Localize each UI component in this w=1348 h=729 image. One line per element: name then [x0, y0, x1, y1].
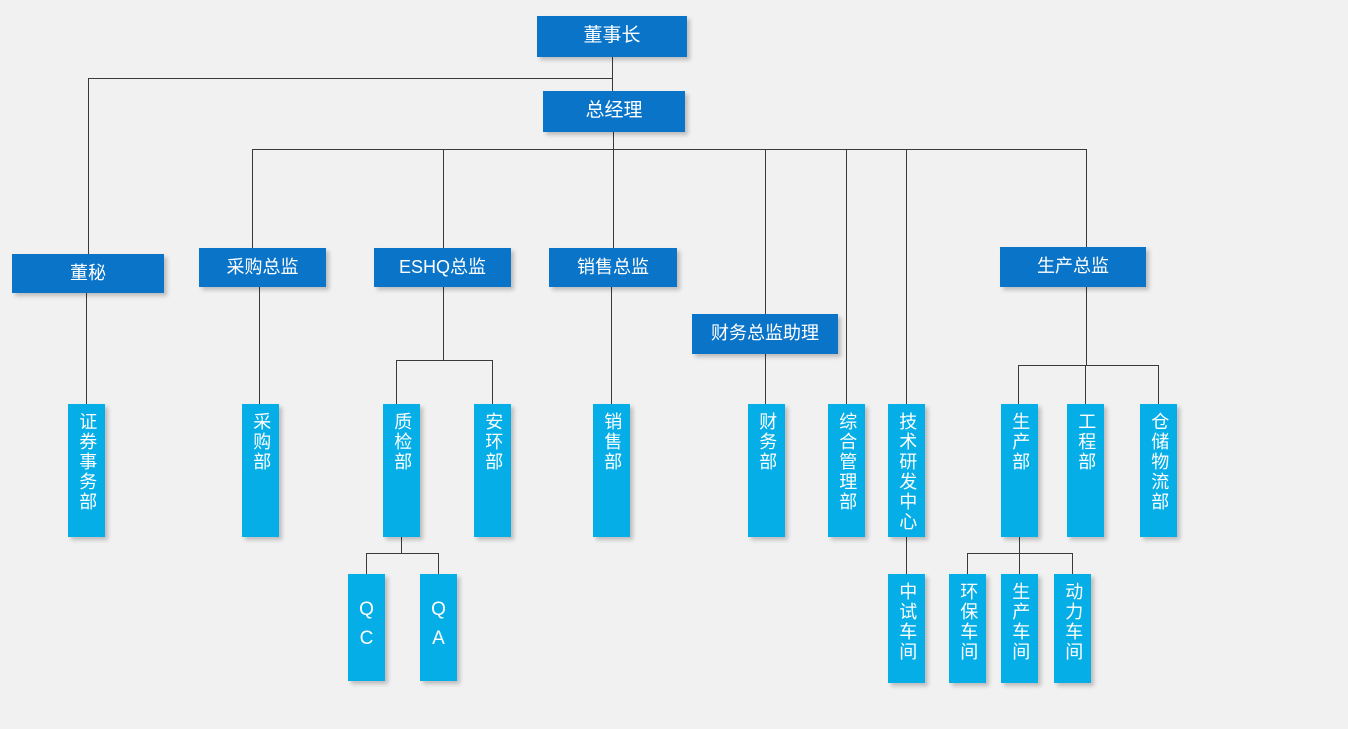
connector-to-production-workshop — [1019, 553, 1020, 574]
connector-finance-assistant-to-dept — [765, 354, 766, 404]
connector-to-board-secretary — [88, 78, 89, 255]
connector-to-environmental-workshop — [967, 553, 968, 574]
connector-to-purchasing-director — [252, 149, 253, 248]
connector-to-safety-environment-dept — [492, 360, 493, 404]
node-pilot-workshop[interactable]: 中试车间 — [888, 574, 925, 683]
connector-purchasing-director-to-dept — [259, 287, 260, 404]
connector-to-finance-director-assistant — [765, 149, 766, 315]
qc-line-1: Q — [359, 599, 374, 620]
node-rd-center[interactable]: 技术研发中心 — [888, 404, 925, 537]
node-purchasing-dept[interactable]: 采购部 — [242, 404, 279, 537]
node-engineering-dept[interactable]: 工程部 — [1067, 404, 1104, 537]
connector-rd-to-pilot-workshop — [906, 537, 907, 574]
connector-to-sales-director — [613, 149, 614, 248]
node-production-workshop[interactable]: 生产车间 — [1001, 574, 1038, 683]
node-securities-affairs-dept[interactable]: 证券事务部 — [68, 404, 105, 537]
connector-quality-bus — [366, 553, 438, 554]
qc-line-2: C — [359, 627, 374, 649]
connector-to-quality-inspection-dept — [396, 360, 397, 404]
node-eshq-director[interactable]: ESHQ总监 — [374, 248, 511, 287]
node-environmental-workshop[interactable]: 环保车间 — [949, 574, 986, 683]
connector-to-general-management-dept — [846, 149, 847, 404]
connector-to-warehouse-logistics-dept — [1158, 365, 1159, 404]
node-power-workshop[interactable]: 动力车间 — [1054, 574, 1091, 683]
node-general-management-dept[interactable]: 综合管理部 — [828, 404, 865, 537]
node-sales-dept[interactable]: 销售部 — [593, 404, 630, 537]
connector-production-director-down — [1086, 287, 1087, 366]
node-finance-dept[interactable]: 财务部 — [748, 404, 785, 537]
connector-to-engineering-dept — [1085, 365, 1086, 404]
node-safety-environment-dept[interactable]: 安环部 — [474, 404, 511, 537]
connector-sales-director-to-dept — [611, 287, 612, 404]
node-qc[interactable]: Q C — [348, 574, 385, 681]
node-qa[interactable]: Q A — [420, 574, 457, 681]
connector-quality-down — [401, 537, 402, 553]
qa-line-2: A — [432, 627, 445, 649]
connector-to-rd-center — [906, 149, 907, 404]
connector-to-qa — [438, 553, 439, 574]
node-finance-director-assistant[interactable]: 财务总监助理 — [692, 314, 838, 354]
node-quality-inspection-dept[interactable]: 质检部 — [383, 404, 420, 537]
connector-production-dept-down — [1019, 537, 1020, 553]
connector-gm-bus — [252, 149, 1086, 150]
connector-to-production-dept — [1018, 365, 1019, 404]
node-chairman[interactable]: 董事长 — [537, 16, 687, 57]
connector-to-eshq-director — [443, 149, 444, 248]
connector-production-bus — [1018, 365, 1158, 366]
connector-gm-down — [613, 132, 614, 149]
connector-to-production-director — [1086, 149, 1087, 248]
node-purchasing-director[interactable]: 采购总监 — [199, 248, 326, 287]
node-general-manager[interactable]: 总经理 — [543, 91, 685, 132]
connector-chairman-down — [612, 57, 613, 92]
connector-eshq-bus — [396, 360, 492, 361]
qa-line-1: Q — [431, 599, 446, 620]
connector-to-qc — [366, 553, 367, 574]
node-warehouse-logistics-dept[interactable]: 仓储物流部 — [1140, 404, 1177, 537]
connector-board-secretary-to-securities-dept — [86, 293, 87, 404]
node-production-director[interactable]: 生产总监 — [1000, 247, 1146, 287]
node-production-dept[interactable]: 生产部 — [1001, 404, 1038, 537]
connector-eshq-down — [443, 287, 444, 361]
node-board-secretary[interactable]: 董秘 — [12, 254, 164, 293]
connector-chairman-bus — [88, 78, 613, 79]
node-sales-director[interactable]: 销售总监 — [549, 248, 677, 287]
connector-to-power-workshop — [1072, 553, 1073, 574]
